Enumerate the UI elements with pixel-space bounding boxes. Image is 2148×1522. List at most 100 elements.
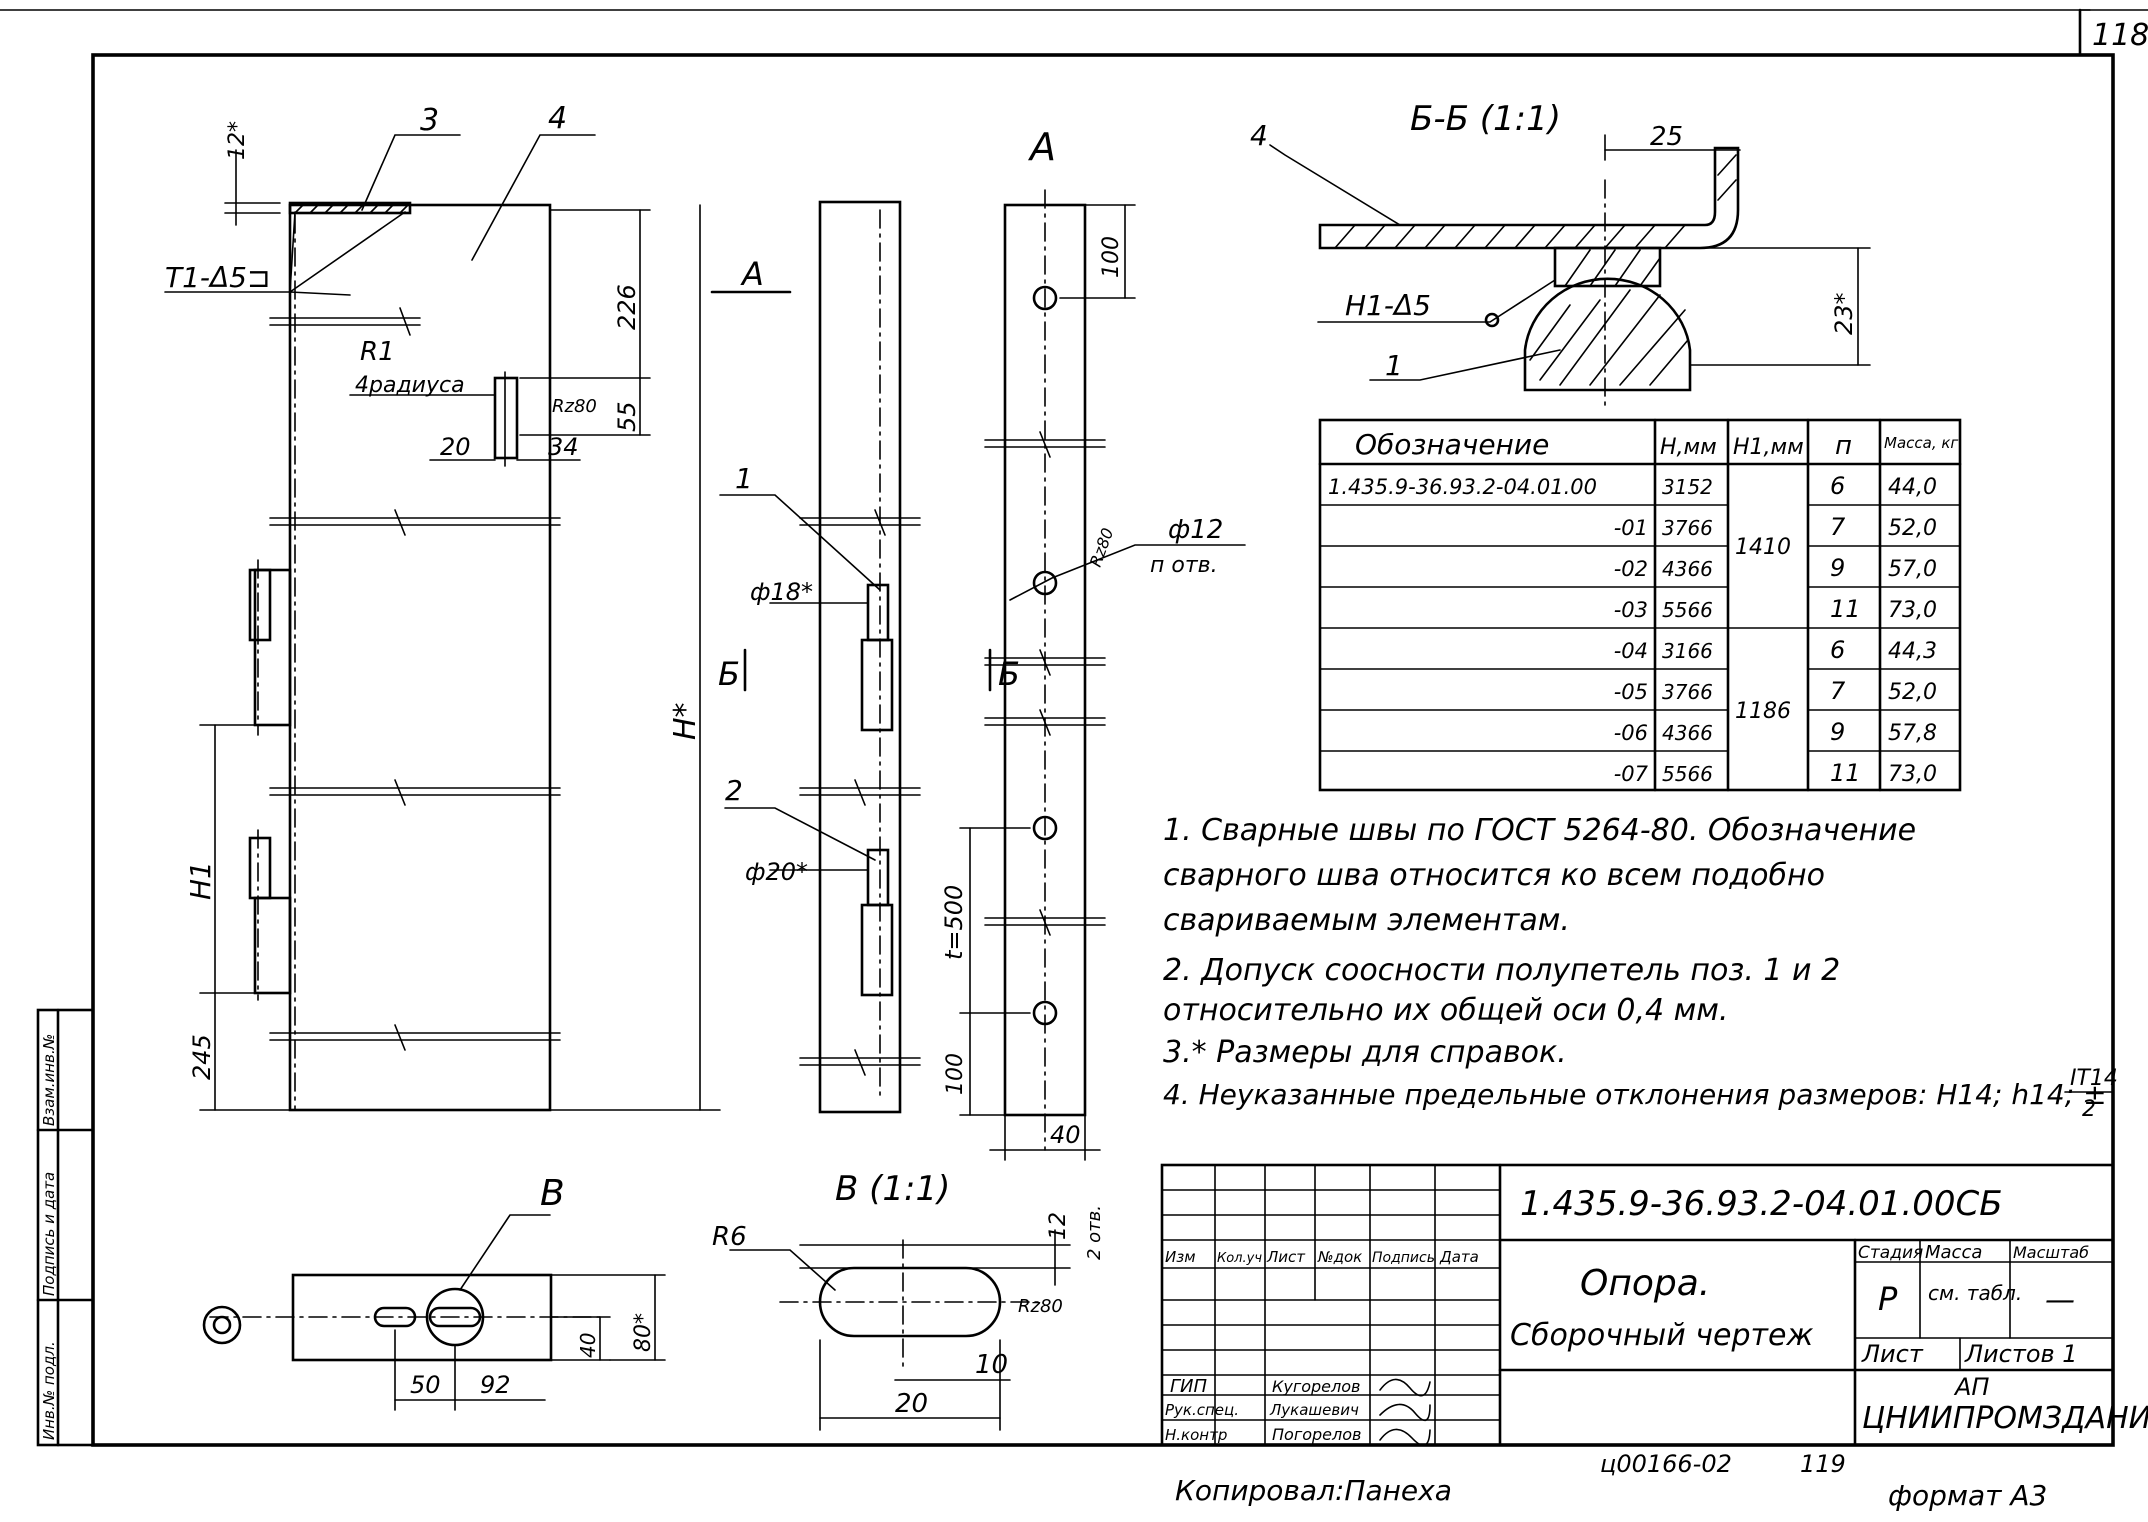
note-line-7: 4. Неуказанные предельные отклонения раз… xyxy=(1163,1078,2107,1111)
copied-by: Копировал:Панеха xyxy=(1175,1474,1452,1507)
side-strip-label-2: Подпись и дата xyxy=(40,1172,58,1296)
col-head-sign: Подпись xyxy=(1372,1250,1435,1266)
person-2: Лукашевич xyxy=(1269,1401,1359,1419)
role-gip: ГИП xyxy=(1170,1376,1207,1397)
table-cell-r0-c0: 1.435.9-36.93.2-04.01.00 xyxy=(1328,475,1597,499)
detail-b-dim-20: 20 xyxy=(895,1389,928,1419)
org-name: ЦНИИПРОМЗДАНИЙ xyxy=(1862,1400,2148,1436)
format-label: формат А3 xyxy=(1888,1479,2047,1512)
table-head-h1: H1,мм xyxy=(1733,435,1804,460)
notes: 1. Сварные швы по ГОСТ 5264-80. Обозначе… xyxy=(1163,813,2118,1122)
table-cell-r5-c4: 52,0 xyxy=(1888,680,1937,705)
archive-no: ц00166-02 xyxy=(1600,1450,1732,1478)
table-cell-r2-c0: -02 xyxy=(1614,557,1648,581)
side-strip: Инв.№ подл. Подпись и дата Взам.инв.№ xyxy=(36,1008,95,1447)
detail-b-rz80: Rz80 xyxy=(1018,1296,1063,1317)
break-lines-main xyxy=(269,307,561,1051)
org-ap: АП xyxy=(1953,1373,1989,1401)
table-cell-r0-c3: 6 xyxy=(1830,472,1845,500)
table-head-designation: Обозначение xyxy=(1355,428,1549,461)
table-cell-r6-c0: -06 xyxy=(1614,721,1648,745)
holes-label: п отв. xyxy=(1150,553,1218,578)
view-a-title: А xyxy=(1027,125,1056,169)
stage-value: Р xyxy=(1878,1280,1898,1318)
detail-b-title: В (1:1) xyxy=(835,1169,950,1209)
col-head-doc: №док xyxy=(1317,1248,1362,1266)
side-strip-label-1: Инв.№ подл. xyxy=(40,1341,58,1440)
side-strip-label-3: Взам.инв.№ xyxy=(40,1034,58,1126)
note-line-2: сварного шва относится ко всем подобно xyxy=(1163,858,1825,893)
col-head-date: Дата xyxy=(1439,1248,1479,1266)
table-cell-r3-c3: 11 xyxy=(1830,595,1861,623)
r6-label: R6 xyxy=(712,1222,747,1252)
doc-code: 1.435.9-36.93.2-04.01.00СБ xyxy=(1520,1184,2003,1224)
weld-h1-label: H1-Δ5 xyxy=(1345,289,1431,322)
note-fraction-num: IT14 xyxy=(2070,1066,2118,1091)
sheet-label: Лист xyxy=(1861,1340,1924,1368)
pos4-label: 4 xyxy=(548,101,567,136)
table-cell-r2-c2: 1410 xyxy=(1735,535,1791,560)
view-b-dim-50: 50 xyxy=(410,1371,441,1399)
dim-h1-label: H1 xyxy=(184,861,217,900)
page-number: 118 xyxy=(2092,18,2148,53)
r1-label: R1 xyxy=(360,337,395,367)
scale-value: — xyxy=(2045,1283,2075,1318)
table-cell-r1-c1: 3766 xyxy=(1662,516,1713,540)
doc-name: Опора. xyxy=(1580,1263,1710,1304)
view-b-dim-92: 92 xyxy=(480,1371,511,1399)
table-head-n: п xyxy=(1835,431,1852,461)
t500-label: t=500 xyxy=(940,885,968,960)
note-line-1: 1. Сварные швы по ГОСТ 5264-80. Обозначе… xyxy=(1163,813,1916,848)
view-b: В 50 92 40 80* xyxy=(202,1173,666,1411)
sheet-frame: 118 xyxy=(0,8,2148,1447)
note-fraction-den: 2 xyxy=(2082,1097,2096,1122)
table-cell-r6-c3: 9 xyxy=(1830,718,1845,746)
table-cell-r4-c3: 6 xyxy=(1830,636,1845,664)
side-pos2-label: 2 xyxy=(725,774,743,807)
col-head-kol: Кол.уч xyxy=(1217,1251,1262,1266)
dim-23-label: 23* xyxy=(1830,292,1858,335)
person-1: Кугорелов xyxy=(1272,1377,1360,1396)
view-a-dim-100-bot: 100 xyxy=(943,1053,968,1095)
section-b-left: Б xyxy=(718,655,740,693)
dim-20-label: 20 xyxy=(440,433,471,461)
table-cell-r4-c0: -04 xyxy=(1614,639,1648,663)
dim-55-label: 55 xyxy=(613,401,641,432)
archive-sheet: 119 xyxy=(1800,1450,1846,1478)
table-cell-r3-c0: -03 xyxy=(1614,598,1648,622)
table-cell-r6-c1: 4366 xyxy=(1662,721,1713,745)
table-cell-r7-c4: 73,0 xyxy=(1888,762,1937,787)
person-3: Погорелов xyxy=(1272,1425,1361,1444)
title-grid xyxy=(1161,1164,1501,1446)
table-cell-r2-c1: 4366 xyxy=(1662,557,1713,581)
table-cell-r1-c3: 7 xyxy=(1830,513,1846,541)
r1-note: 4радиуса xyxy=(355,373,465,398)
dim-34-label: 34 xyxy=(548,433,579,461)
table-cell-r5-c3: 7 xyxy=(1830,677,1846,705)
table-cell-r0-c1: 3152 xyxy=(1662,475,1713,499)
detail-b-dim-12: 12 xyxy=(1046,1212,1071,1240)
footer: ц00166-02 119 Копировал:Панеха формат А3 xyxy=(1175,1450,2047,1512)
view-a-rz80: Rz80 xyxy=(1086,525,1117,569)
role-rukspec: Рук.спец. xyxy=(1165,1401,1239,1419)
table-cell-r7-c0: -07 xyxy=(1614,762,1649,786)
table-cell-r4-c4: 44,3 xyxy=(1888,639,1937,664)
title-block: Изм Кол.уч Лист №док Подпись Дата ГИП Ру… xyxy=(1160,1163,2148,1447)
view-b-dim-40: 40 xyxy=(576,1333,600,1358)
table-cell-r2-c4: 57,0 xyxy=(1888,557,1937,582)
table-cell-r1-c0: -01 xyxy=(1614,516,1648,540)
dim-12-label: 12* xyxy=(225,121,250,160)
view-a: А 100 t=500 100 40 ф12 xyxy=(940,125,1246,1161)
table-cell-r3-c4: 73,0 xyxy=(1888,598,1937,623)
table-head-mass: Масса, кг xyxy=(1884,434,1958,452)
detail-b: В (1:1) R6 Rz80 12 2 отв. 10 20 xyxy=(712,1169,1105,1431)
sheets-label: Листов 1 xyxy=(1964,1340,2078,1368)
mass-value: см. табл. xyxy=(1928,1281,2022,1305)
note-line-6: 3.* Размеры для справок. xyxy=(1163,1035,1567,1070)
section-pos4: 4 xyxy=(1250,119,1268,152)
table-cell-r7-c3: 11 xyxy=(1830,759,1861,787)
table-head-h: H,мм xyxy=(1660,435,1717,460)
note-line-3: свариваемым элементам. xyxy=(1163,903,1570,938)
detail-b-dim-10: 10 xyxy=(975,1350,1008,1380)
